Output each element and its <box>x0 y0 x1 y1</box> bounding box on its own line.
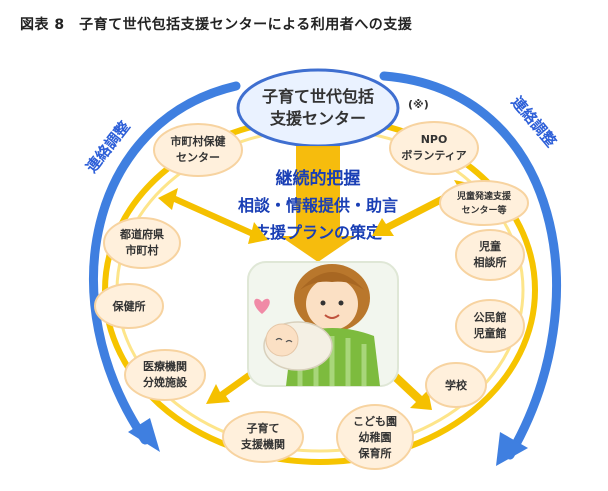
center-text-line3: 支援プランの策定 <box>253 223 382 242</box>
node-community-hall-line2: 児童館 <box>473 326 507 340</box>
node-prefecture: 都道府県 市町村 <box>103 217 181 269</box>
center-text-line2: 相談・情報提供・助言 <box>238 196 398 215</box>
node-nursery-line3: 保育所 <box>358 446 392 460</box>
node-medical: 医療機関 分娩施設 <box>124 349 206 401</box>
heart-icon <box>254 298 270 314</box>
node-health-center: 保健所 <box>94 283 164 329</box>
node-child-consultation-line1: 児童 <box>478 239 501 253</box>
node-child-consultation: 児童 相談所 <box>455 229 525 281</box>
hub-note: (※) <box>408 98 429 111</box>
node-health-center-line1: 保健所 <box>112 299 146 313</box>
mother-and-baby-icon <box>247 261 399 387</box>
right-outer-arc-head <box>496 432 528 466</box>
node-childcare-support-line2: 支援機関 <box>240 437 285 451</box>
node-municipal-health-line2: センター <box>176 151 220 164</box>
node-child-consultation-line2: 相談所 <box>474 255 507 269</box>
node-municipal-health-line1: 市町村保健 <box>171 134 227 148</box>
hub-center: 子育て世代包括 支援センター (※) <box>236 68 429 148</box>
right-outer-arc <box>379 71 561 460</box>
outer-blue-arcs <box>89 71 561 466</box>
node-childcare-support-line1: 子育て <box>247 421 280 435</box>
node-nursery-line2: 幼稚園 <box>359 430 392 444</box>
arrow-upper-left <box>158 188 268 244</box>
node-npo-line1: NPO <box>421 133 448 146</box>
node-npo-line2: ボランティア <box>401 148 466 162</box>
node-child-development-line2: センター等 <box>461 204 506 216</box>
node-child-development-line1: 児童発達支援 <box>456 190 512 202</box>
node-medical-line2: 分娩施設 <box>143 375 188 389</box>
node-npo: NPO ボランティア <box>389 121 479 175</box>
node-community-hall: 公民館 児童館 <box>455 299 525 353</box>
node-nursery: こども園 幼稚園 保育所 <box>336 404 414 470</box>
hub-line2: 支援センター <box>269 109 366 128</box>
node-prefecture-line1: 都道府県 <box>119 227 164 241</box>
node-medical-line1: 医療機関 <box>143 359 187 373</box>
node-municipal-health: 市町村保健 センター <box>153 123 243 177</box>
node-school: 学校 <box>425 362 487 408</box>
node-community-hall-line1: 公民館 <box>474 310 507 324</box>
node-prefecture-line2: 市町村 <box>126 243 159 257</box>
node-childcare-support: 子育て 支援機関 <box>222 411 304 463</box>
organizations: 市町村保健 センター 都道府県 市町村 保健所 医療機関 分娩施設 子育て 支援… <box>94 121 529 470</box>
left-outer-arc <box>89 81 241 445</box>
center-text-line1: 継続的把握 <box>276 168 361 189</box>
hub-line1: 子育て世代包括 <box>262 87 374 106</box>
node-school-line1: 学校 <box>445 378 468 392</box>
left-outer-arc-head <box>128 418 160 452</box>
center-down-arrow <box>280 146 356 262</box>
node-nursery-line1: こども園 <box>353 415 397 428</box>
node-child-development: 児童発達支援 センター等 <box>439 180 529 226</box>
figure-title: 図表 8 子育て世代包括支援センターによる利用者への支援 <box>20 17 413 33</box>
